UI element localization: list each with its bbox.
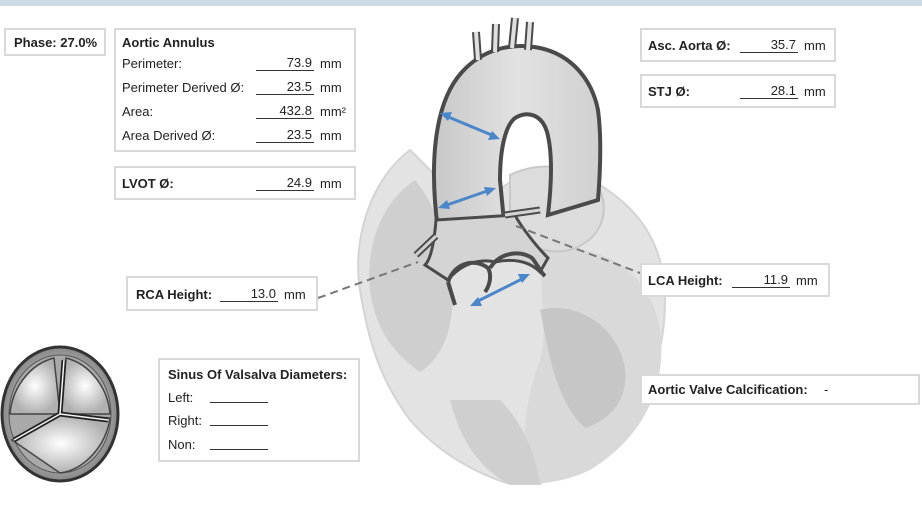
perimeter-label: Perimeter: (122, 56, 182, 71)
lca-label: LCA Height: (648, 273, 723, 288)
perimeter-row: Perimeter: 73.9 mm (122, 55, 348, 73)
asc-aorta-label: Asc. Aorta Ø: (648, 38, 731, 53)
area-label: Area: (122, 104, 154, 119)
asc-aorta-box: Asc. Aorta Ø: 35.7 mm (640, 28, 836, 62)
asc-aorta-arrowhead-b (488, 131, 500, 140)
annulus-arrowhead-b (518, 274, 530, 283)
sinus-cusp-left-shape (446, 260, 493, 294)
asc-aorta-arrow (445, 114, 495, 138)
area-derived-label: Area Derived Ø: (122, 128, 216, 143)
perimeter-derived-value: 23.5 (256, 79, 314, 95)
asc-aorta-unit: mm (804, 38, 826, 53)
sinus-right-value (210, 412, 268, 426)
perimeter-unit: mm (320, 56, 342, 71)
sinus-left-label: Left: (168, 390, 194, 405)
heart-inner-shadow-shape (540, 308, 626, 428)
sinus-left-value (210, 389, 268, 403)
area-derived-unit: mm (320, 128, 342, 143)
sinus-valsalva-box: Sinus Of Valsalva Diameters: Left: Right… (158, 358, 360, 462)
perimeter-derived-label: Perimeter Derived Ø: (122, 80, 245, 95)
heart-right-atrium-shape (369, 180, 453, 372)
calcification-label: Aortic Valve Calcification: (648, 382, 808, 397)
calcification-value: - (824, 382, 829, 397)
sinus-right-label: Right: (168, 413, 202, 428)
area-derived-value: 23.5 (256, 127, 314, 143)
rca-leader-line (317, 261, 419, 299)
lca-height-box: LCA Height: 11.9 mm (640, 263, 830, 297)
lca-row: LCA Height: 11.9 mm (648, 272, 822, 290)
rca-unit: mm (284, 287, 306, 302)
lca-branch-inner-shape (504, 208, 541, 217)
annulus-arrow (475, 276, 525, 304)
lca-unit: mm (796, 273, 818, 288)
top-bar (0, 0, 922, 6)
perimeter-derived-row: Perimeter Derived Ø: 23.5 mm (122, 79, 348, 97)
sinus-cusp-right-shape (488, 251, 547, 278)
sinus-non-label: Non: (168, 437, 196, 452)
area-unit: mm² (320, 104, 346, 119)
sinus-left-row: Left: (168, 389, 352, 407)
calcification-box: Aortic Valve Calcification: - (640, 374, 920, 405)
lvot-value: 24.9 (256, 175, 314, 191)
stj-box: STJ Ø: 28.1 mm (640, 74, 836, 108)
heart-apex-shape (450, 400, 540, 484)
asc-aorta-row: Asc. Aorta Ø: 35.7 mm (648, 37, 828, 55)
lca-value: 11.9 (732, 272, 790, 288)
stj-row: STJ Ø: 28.1 mm (648, 83, 828, 101)
arch-branch-2-inner-shape (493, 23, 498, 53)
area-value: 432.8 (256, 103, 314, 119)
area-derived-row: Area Derived Ø: 23.5 mm (122, 127, 348, 145)
stj-value: 28.1 (740, 83, 798, 99)
sinus-non-row: Non: (168, 436, 352, 454)
perimeter-derived-unit: mm (320, 80, 342, 95)
annulus-arrowhead-a (470, 297, 482, 306)
rca-row: RCA Height: 13.0 mm (134, 286, 310, 304)
sinus-title: Sinus Of Valsalva Diameters: (168, 367, 348, 382)
lvot-left-wall-shape (446, 281, 457, 306)
aortic-annulus-title: Aortic Annulus (122, 35, 215, 50)
stj-unit: mm (804, 84, 826, 99)
arch-branch-1-inner-shape (474, 31, 480, 61)
arch-branch-4-inner-shape (526, 21, 532, 51)
arch-branch-3-inner-shape (510, 17, 517, 49)
lvot-row: LVOT Ø: 24.9 mm (122, 175, 348, 193)
area-row: Area: 432.8 mm² (122, 103, 348, 121)
phase-label: Phase: 27.0% (14, 35, 98, 50)
lvot-label: LVOT Ø: (122, 176, 174, 191)
lvot-unit: mm (320, 176, 342, 191)
sinus-non-value (210, 436, 268, 450)
rca-label: RCA Height: (136, 287, 213, 302)
lca-leader-line (515, 225, 649, 277)
rca-value: 13.0 (220, 286, 278, 302)
stj-arrow (443, 188, 491, 208)
asc-aorta-arrowhead-a (440, 112, 452, 121)
lvot-box: LVOT Ø: 24.9 mm (114, 166, 356, 200)
rca-height-box: RCA Height: 13.0 mm (126, 276, 318, 311)
perimeter-value: 73.9 (256, 55, 314, 71)
aortic-annulus-box: Aortic Annulus Perimeter: 73.9 mm Perime… (114, 28, 356, 152)
aortic-valve-icon (0, 345, 120, 483)
stj-arrowhead-a (438, 200, 450, 209)
stj-arrowhead-b (484, 187, 496, 196)
sinus-right-row: Right: (168, 412, 352, 430)
asc-aorta-value: 35.7 (740, 37, 798, 53)
aortic-arch-shape (432, 44, 603, 235)
stj-label: STJ Ø: (648, 84, 690, 99)
calcification-row: Aortic Valve Calcification: - (648, 381, 912, 399)
rca-branch-inner-shape (414, 234, 438, 257)
phase-box: Phase: 27.0% (4, 28, 106, 56)
